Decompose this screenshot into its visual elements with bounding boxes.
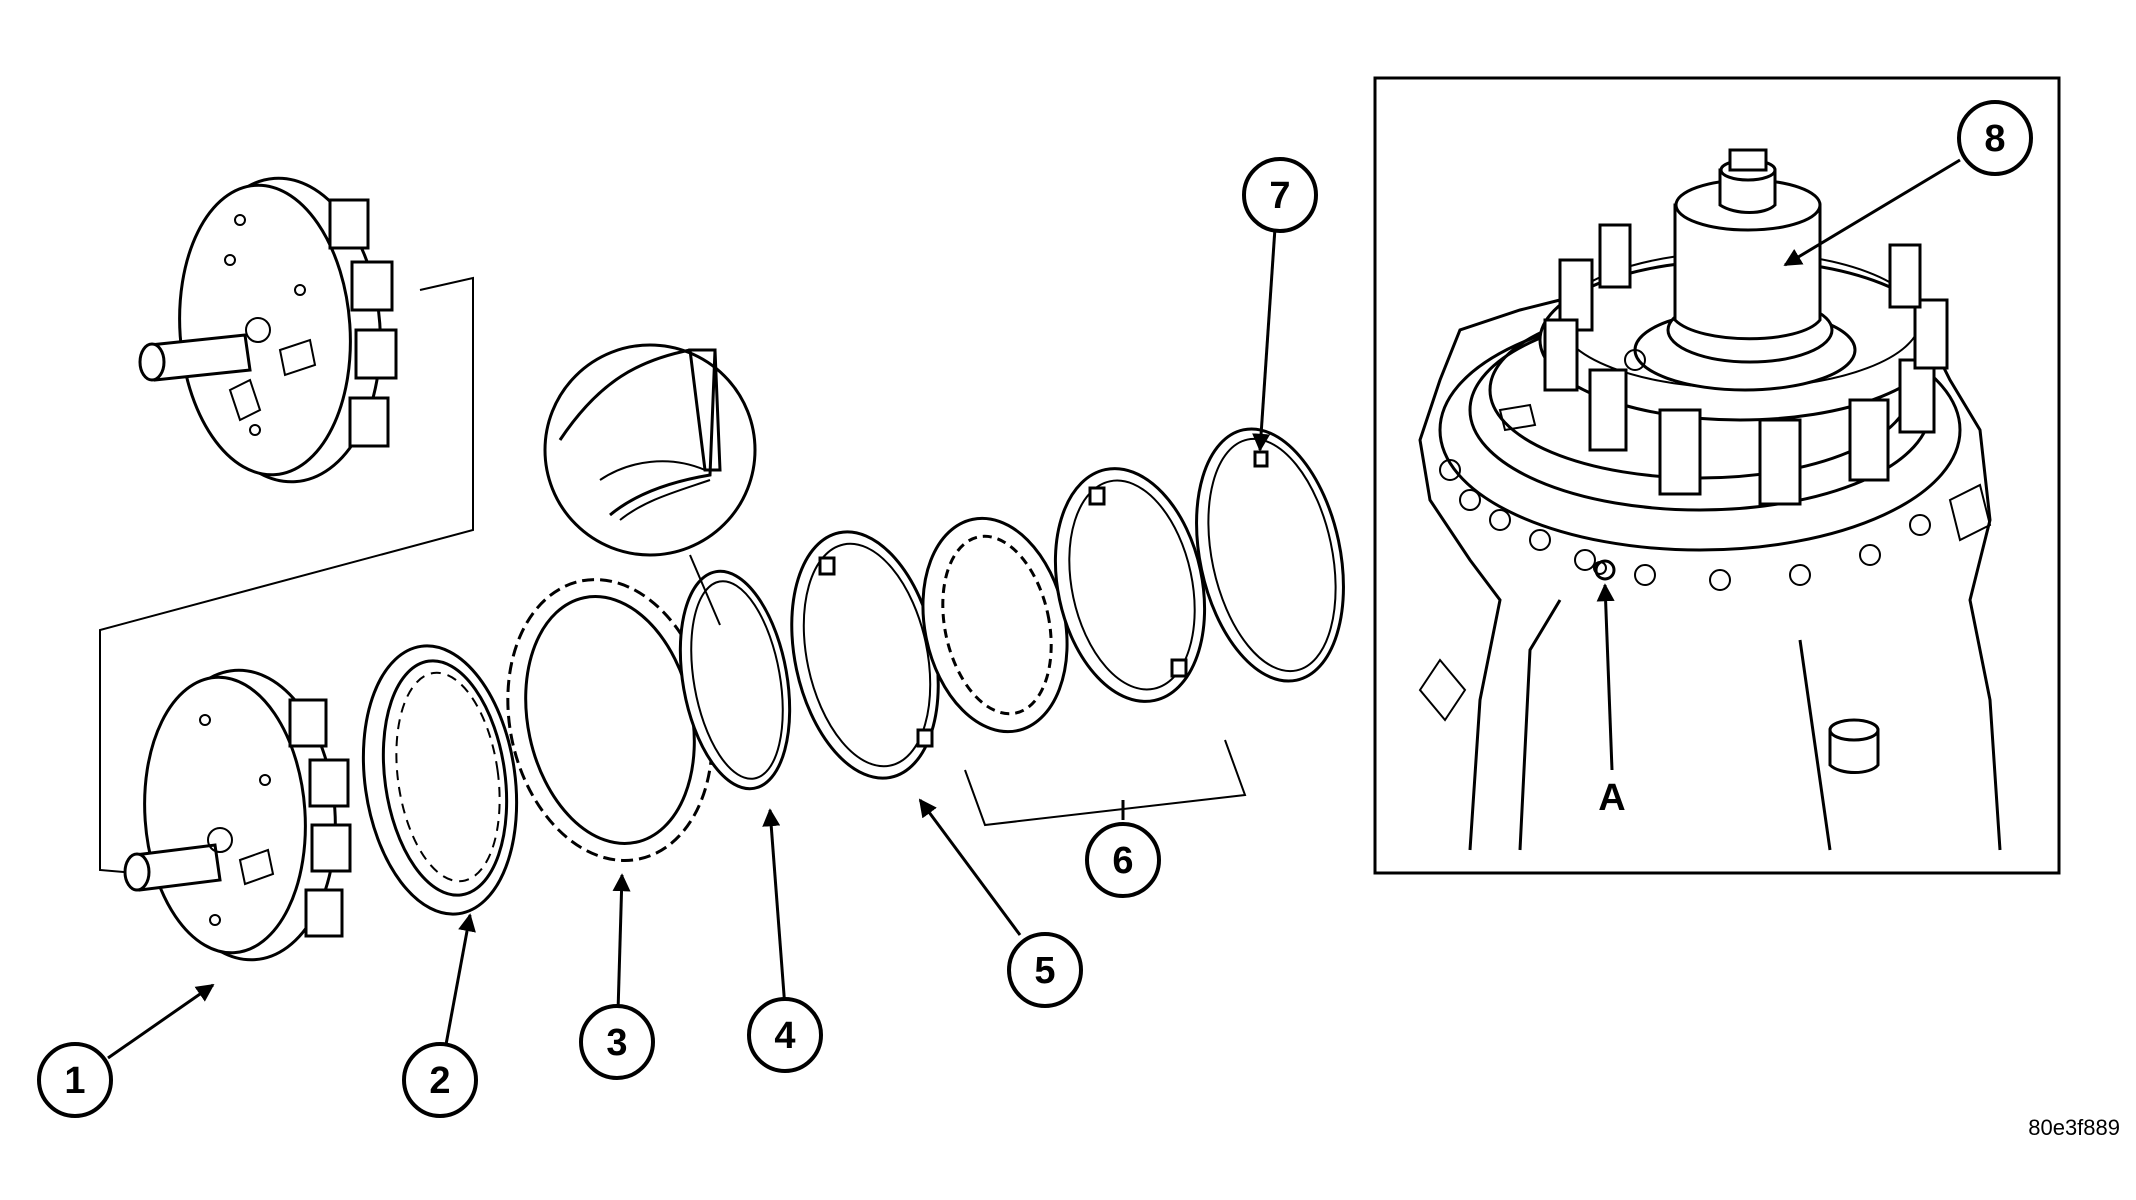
upper-clutch-hub [138, 176, 398, 484]
svg-text:4: 4 [774, 1015, 795, 1057]
callout-5: 5 [1007, 932, 1083, 1008]
callout-8: 8 [1957, 100, 2033, 176]
clutch-hub-part-1 [123, 668, 352, 962]
callout-2: 2 [402, 1042, 478, 1118]
svg-text:7: 7 [1269, 175, 1290, 217]
clutch-pack-part-6 [921, 467, 1247, 827]
cross-section-detail [543, 343, 757, 626]
svg-text:5: 5 [1034, 950, 1055, 992]
callout-1: 1 [37, 1042, 113, 1118]
leader-lines [107, 158, 1961, 1060]
callout-a: A [1598, 777, 1625, 819]
svg-text:A: A [1598, 777, 1625, 819]
svg-text:6: 6 [1112, 840, 1133, 882]
svg-text:3: 3 [606, 1022, 627, 1064]
alignment-guides [99, 276, 474, 876]
svg-text:2: 2 [429, 1060, 450, 1102]
svg-text:8: 8 [1984, 118, 2005, 160]
special-tool-part-8 [1624, 148, 1857, 392]
snap-ring-part-7 [1195, 427, 1345, 683]
callout-3: 3 [579, 1004, 655, 1080]
callout-6: 6 [1085, 822, 1161, 898]
callout-7: 7 [1242, 157, 1318, 233]
callout-4: 4 [747, 997, 823, 1073]
figure-code: 80e3f889 [2028, 1115, 2120, 1140]
svg-text:1: 1 [64, 1060, 85, 1102]
clutch-ring-part-2 [361, 644, 519, 916]
plug [1828, 718, 1880, 774]
plate-part-4 [678, 569, 792, 791]
installed-view-inset [1373, 76, 2061, 875]
